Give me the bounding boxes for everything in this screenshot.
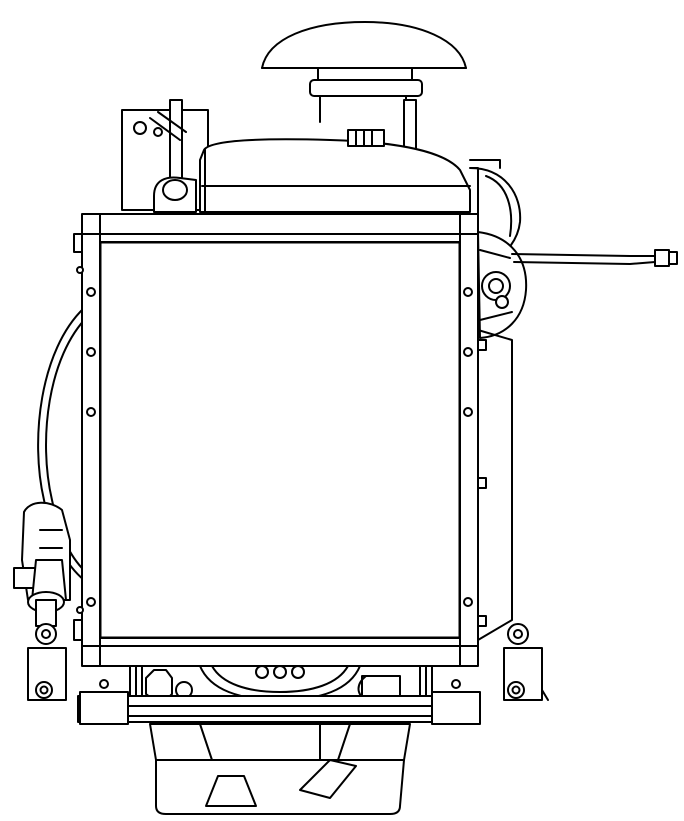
intake-elbow	[153, 176, 197, 213]
wire-harness	[511, 249, 678, 267]
oil-pan	[149, 723, 411, 815]
right-mount-foot	[503, 623, 549, 701]
radiator-bolts	[76, 266, 473, 614]
left-mount-foot	[27, 647, 67, 701]
crank-pulley-area	[99, 665, 461, 707]
base-skid	[77, 691, 481, 725]
water-pump-assembly	[13, 501, 71, 645]
fuel-tank	[199, 129, 501, 213]
air-cleaner-dome	[261, 21, 467, 123]
radiator-core	[100, 242, 460, 638]
radiator-frame	[73, 213, 479, 667]
alternator-housing	[469, 167, 528, 339]
right-side-bracket	[477, 329, 513, 641]
